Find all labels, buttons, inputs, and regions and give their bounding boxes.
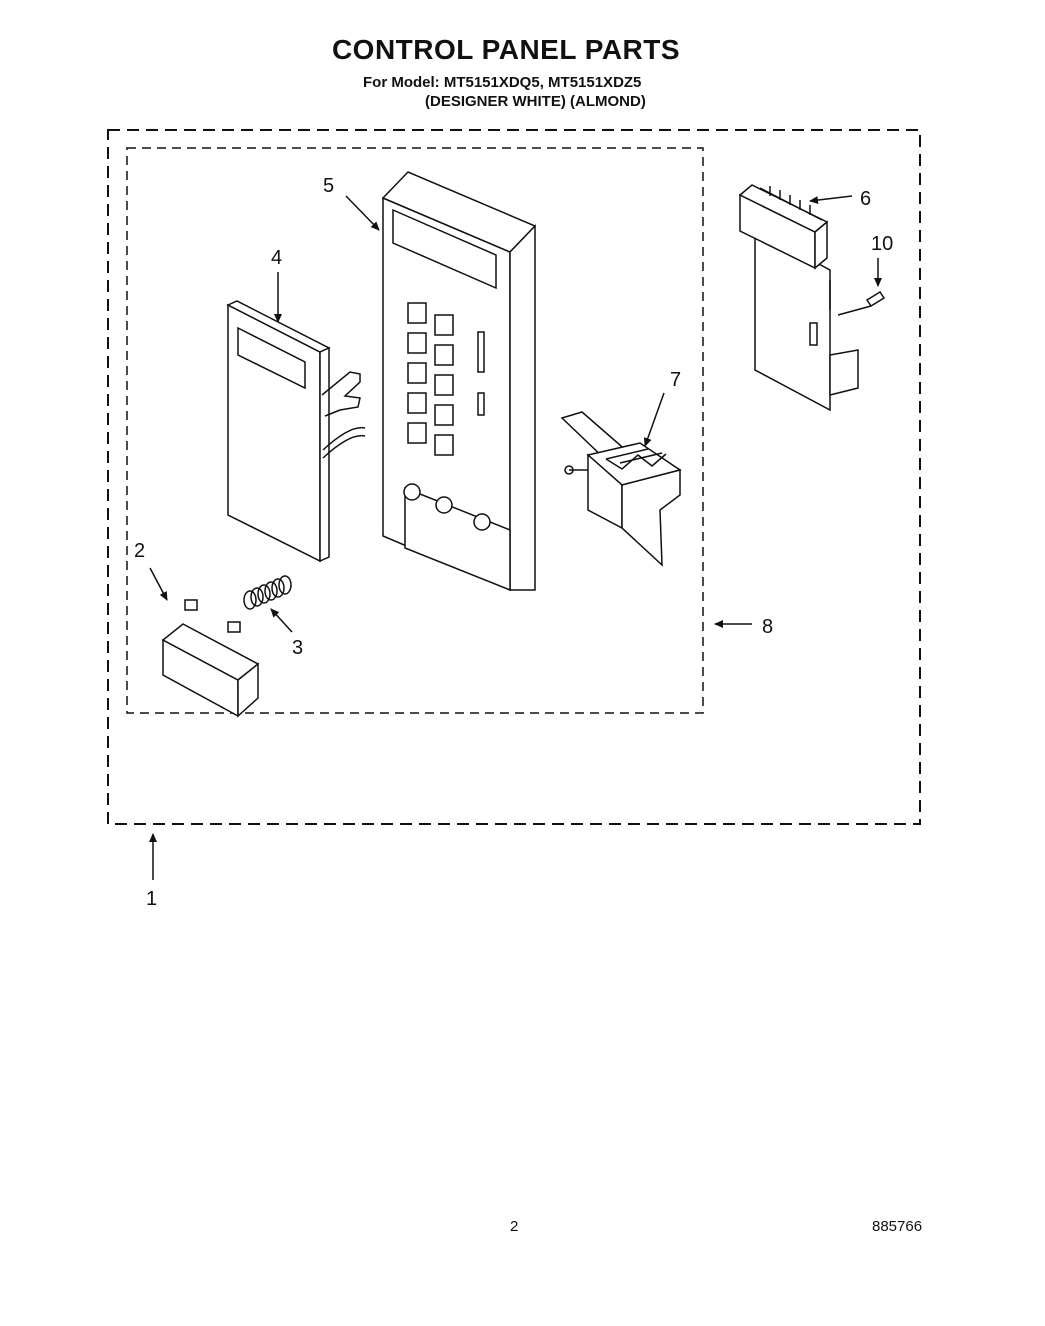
part-control-panel-frame [381,171,537,592]
callout-10: 10 [871,233,893,255]
callout-5: 5 [323,175,334,197]
part-keypad-overlay [226,300,366,563]
page-number: 2 [510,1218,519,1235]
part-spring [243,575,292,610]
callout-7: 7 [670,369,681,391]
inner-kit-boundary [126,147,704,714]
part-electronic-control [738,184,859,412]
callout-8: 8 [762,616,773,638]
part-door-release-button [161,599,260,718]
model-line: For Model: MT5151XDQ5, MT5151XDZ5 [363,74,642,91]
callout-3: 3 [292,637,303,659]
callout-1: 1 [146,888,157,910]
page-title: CONTROL PANEL PARTS [331,34,681,65]
document-number: 885766 [872,1218,923,1235]
color-line: (DESIGNER WHITE) (ALMOND) [425,93,646,110]
part-screw [837,290,886,316]
outer-assembly-boundary [107,129,921,825]
callout-4: 4 [271,247,282,269]
part-latch-bracket [560,411,682,567]
callout-6: 6 [860,188,871,210]
leader-arrows [149,195,882,880]
callout-2: 2 [134,540,145,562]
